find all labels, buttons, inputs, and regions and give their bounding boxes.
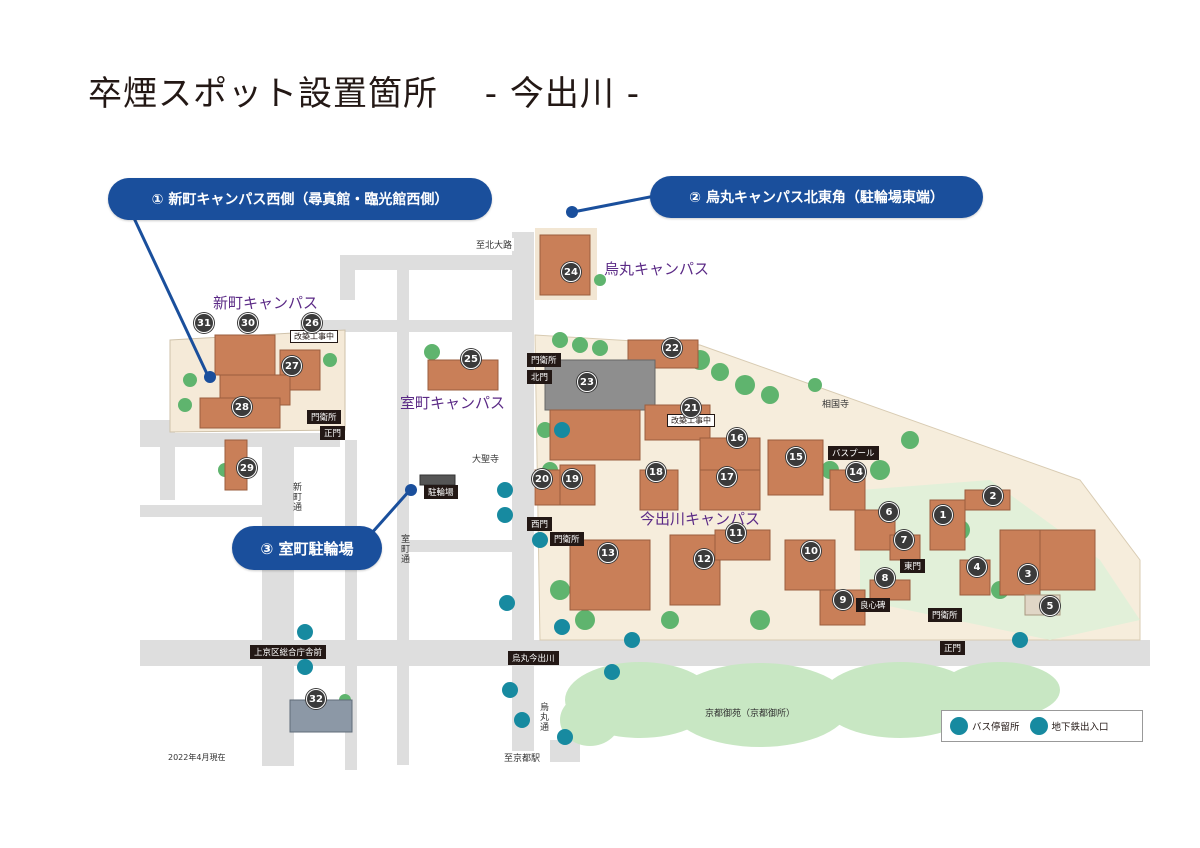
building-number: 21 [681,398,701,418]
muromachi-street [397,255,409,765]
building-number: 1 [933,505,953,525]
building-number: 6 [879,502,899,522]
label-shinmachi-dori: 新町通 [291,482,301,512]
bldg-12 [669,534,721,606]
callout-1-dot [204,371,216,383]
label-bus-pool: バスプール [828,446,879,460]
building-number: 7 [894,530,914,550]
label-ryoshinhi: 良心碑 [856,598,890,612]
label-shokokuji: 相国寺 [822,400,850,410]
building-number: 8 [875,568,895,588]
gate-main-south: 正門 [940,641,966,655]
legend-bus-label: バス停留所 [972,722,1020,733]
map-legend: バス停留所 地下鉄出入口 [941,710,1143,742]
callout-3-dot [405,484,417,496]
gate-guard-shinmachi: 門衛所 [307,410,341,424]
building-number: 14 [846,462,866,482]
building-number: 26 [302,313,322,333]
label-karasuma-imadegawa: 烏丸今出川 [508,651,559,665]
bldg-east [1039,529,1096,591]
road-east-link [409,540,512,552]
label-daishoji: 大聖寺 [472,455,500,465]
label-to-kyoto-station: 至京都駅 [502,751,543,764]
building-number: 27 [282,356,302,376]
label-bicycle-parking: 駐輪場 [424,485,458,499]
label-to-kitaoji: 至北大路 [474,238,515,251]
building-number: 28 [232,397,252,417]
building-number: 16 [727,428,747,448]
building-number: 25 [461,349,481,369]
label-kamigyo-office: 上京区総合庁舎前 [250,645,327,659]
shinmachi-street [262,436,294,766]
building-number: 18 [646,462,666,482]
building-number: 13 [598,543,618,563]
label-muromachi-campus: 室町キャンパス [400,394,506,412]
road-south [550,740,580,762]
building-number: 10 [801,541,821,561]
building-number: 4 [967,557,987,577]
page-title: 卒煙スポット設置箇所 - 今出川 - [88,74,640,114]
gate-guard-south: 門衛所 [928,608,962,622]
callout-1-leader [131,215,210,377]
callout-2-dot [566,206,578,218]
bldg-23 [544,359,656,411]
road-north [340,255,512,300]
building-number: 17 [717,467,737,487]
label-karasuma-campus: 烏丸キャンパス [604,260,710,278]
building-number: 20 [532,469,552,489]
road-sw [140,505,265,517]
building-number: 22 [662,338,682,358]
building-number: 19 [562,469,582,489]
building-number: 11 [726,523,746,543]
bldg-3 [999,529,1041,596]
gate-main-shinmachi: 正門 [320,426,346,440]
gate-guard-north: 門衛所 [527,353,561,367]
gate-north: 北門 [527,370,553,384]
building-number: 9 [833,590,853,610]
building-number: 23 [577,372,597,392]
bldg-25 [427,359,499,391]
road-inner [345,440,357,770]
legend-bus: バス停留所 [950,717,1020,735]
bldg-30 [214,334,276,376]
building-number: 12 [694,549,714,569]
building-number: 29 [237,458,257,478]
building-number: 3 [1018,564,1038,584]
label-gyoen: 京都御苑（京都御所） [705,709,796,719]
callout-3-leader [368,489,412,536]
building-number: 32 [306,689,326,709]
building-number: 2 [983,486,1003,506]
gyoen-park [560,662,1060,747]
karasuma-street [512,232,534,762]
transit-stops [297,422,1028,745]
gate-west: 西門 [527,517,553,531]
label-karasuma-dori: 烏丸通 [538,702,548,732]
gate-guard-west: 門衛所 [550,532,584,546]
callout-2-leader [572,193,661,214]
gate-east: 東門 [900,559,926,573]
building-number: 24 [561,262,581,282]
subway-icon [1029,717,1048,735]
building-number: 30 [238,313,258,333]
legend-subway-label: 地下鉄出入口 [1051,722,1109,733]
road-mid [300,320,512,332]
building-number: 15 [786,447,806,467]
label-muromachi-dori: 室町通 [399,534,409,564]
callout-2: ② 烏丸キャンパス北東角（駐輪場東端） [650,176,983,218]
date-note: 2022年4月現在 [168,753,226,762]
building-number: 31 [194,313,214,333]
label-shinmachi-campus: 新町キャンパス [213,294,319,312]
building-number: 5 [1040,596,1060,616]
bus-stop-icon [950,717,968,735]
callout-1: ① 新町キャンパス西側（尋真館・臨光館西側） [108,178,492,220]
legend-subway: 地下鉄出入口 [1029,717,1109,735]
callout-3: ③ 室町駐輪場 [232,526,382,570]
bicycle-parking [419,474,456,486]
